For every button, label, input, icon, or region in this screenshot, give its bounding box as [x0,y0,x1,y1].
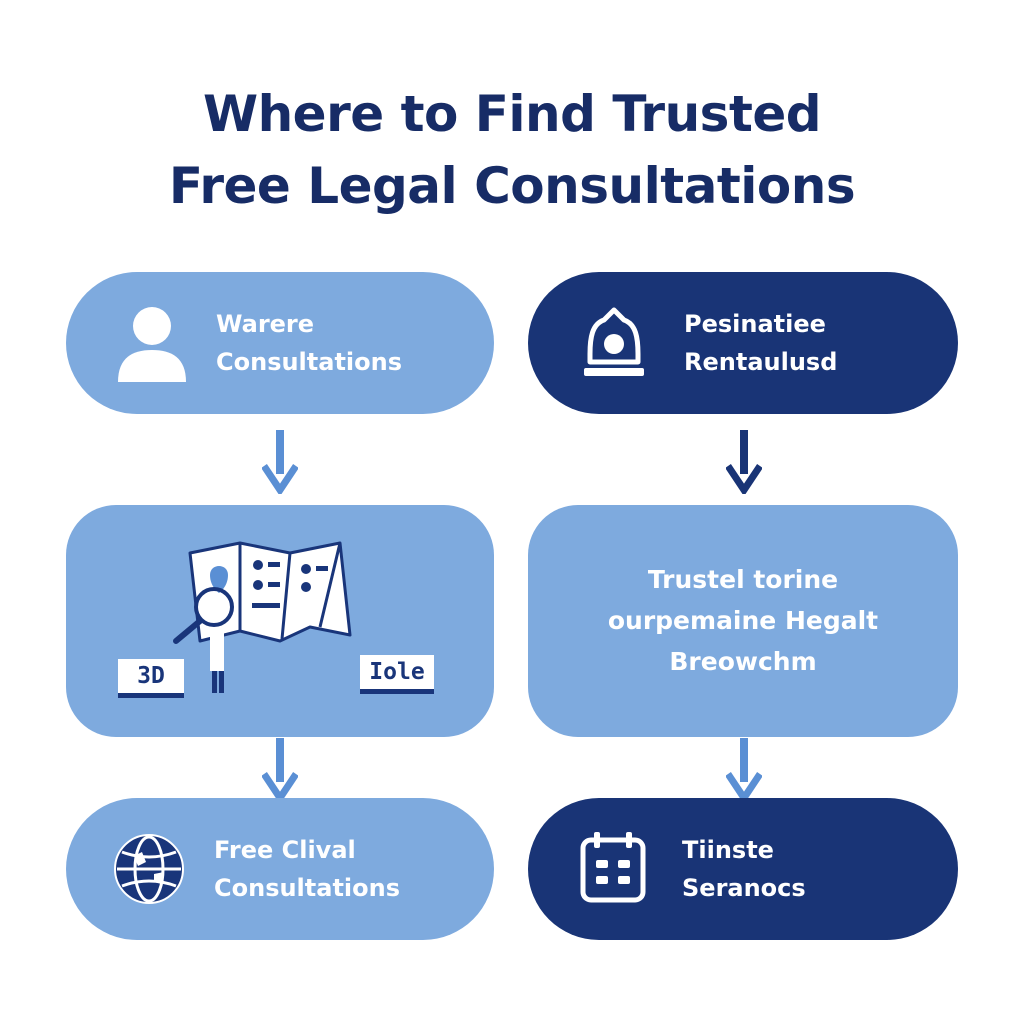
card-top-right-line-2: Rentaulusd [684,348,838,376]
card-top-left-line-2: Consultations [216,348,403,376]
bell-icon [584,307,644,376]
card-mid-right: Trustel torine ourpemaine Hegalt Breowch… [528,505,958,737]
tag-iole: Iole [360,655,434,694]
card-top-left-label: Warere Consultations [216,305,402,381]
card-top-right-label: Pesinatiee Rentaulusd [684,305,837,381]
arrow-down-right-2 [726,738,762,802]
page-title: Where to Find Trusted Free Legal Consult… [0,78,1024,222]
card-mid-right-line-2: ourpemaine Hegalt [607,606,879,635]
arrow-down-right-1 [726,430,762,494]
card-bottom-left: Free Clival Consultations [66,798,494,940]
tag-3d: 3D [118,659,184,698]
map-search-icon [173,541,352,693]
card-bottom-left-label: Free Clival Consultations [214,831,400,907]
card-bottom-right-label: Tiinste Seranocs [682,831,806,907]
arrow-down-left-1 [262,430,298,494]
card-mid-left: 3D Iole [66,505,494,737]
globe-icon [114,834,184,904]
title-line-1: Where to Find Trusted [202,85,822,143]
arrow-down-left-2 [262,738,298,802]
card-top-left-line-1: Warere [216,310,315,338]
card-mid-right-line-1: Trustel torine [647,565,839,594]
calendar-icon [580,832,646,903]
card-mid-right-line-3: Breowchm [669,647,817,676]
card-top-right-line-1: Pesinatiee [684,310,826,338]
card-top-right: Pesinatiee Rentaulusd [528,272,958,414]
card-mid-right-label: Trustel torine ourpemaine Hegalt Breowch… [528,559,958,682]
card-bottom-right-line-1: Tiinste [682,836,774,864]
card-top-left: Warere Consultations [66,272,494,414]
title-line-2: Free Legal Consultations [168,157,856,215]
card-bottom-left-line-1: Free Clival [214,836,356,864]
person-icon [118,307,186,382]
card-bottom-left-line-2: Consultations [214,874,401,902]
card-bottom-right: Tiinste Seranocs [528,798,958,940]
card-bottom-right-line-2: Seranocs [682,874,806,902]
